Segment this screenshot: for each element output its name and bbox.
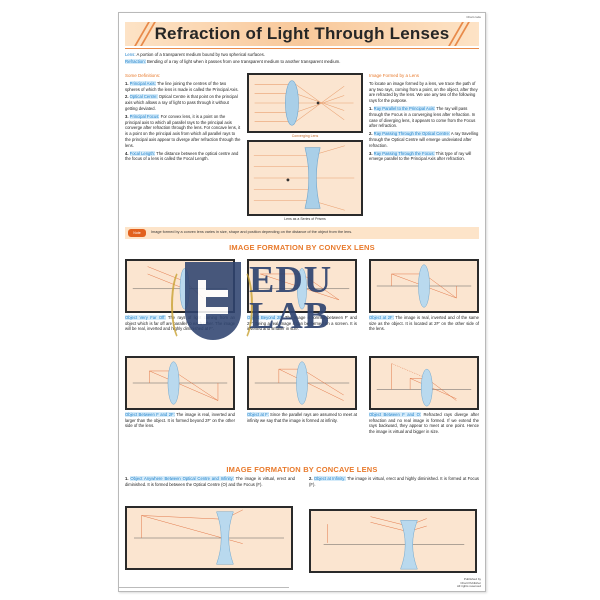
convex-lens-icon <box>132 266 228 310</box>
divider <box>125 48 479 49</box>
image-formation-heading: Image Formed by a Lens <box>369 73 420 78</box>
convex-case-text: Object at 2F: The image is real, inverte… <box>369 315 479 332</box>
convex-diagram-very-far <box>125 259 235 313</box>
convex-case-text: Object Beyond 2F: The image is formed be… <box>247 315 357 332</box>
convex-case-text: Object Very Far Off: The rays of light c… <box>125 315 235 332</box>
definition-item: 3. Principal Focus: For convex lens, it … <box>125 113 241 148</box>
definitions-heading: Some Definitions: <box>125 73 161 78</box>
convex-lens-icon <box>254 268 350 310</box>
convex-lens-icon <box>132 361 228 405</box>
image-formation-intro: To locate an image formed by a lens, we … <box>369 80 478 104</box>
converging-lens-caption: Converging Lens <box>291 134 319 138</box>
concave-case-text: 1. Object Anywhere Between Optical Centr… <box>125 476 296 487</box>
concave-lens-icon <box>134 509 284 565</box>
note-badge: Note <box>128 229 146 237</box>
definition-item: 1. Principal Axis: The line joining the … <box>125 80 239 92</box>
poster-title: Refraction of Light Through Lenses <box>154 24 450 43</box>
definition-refraction: Refraction: Bending of a ray of light wh… <box>125 59 341 64</box>
concave-lens-rays-icon <box>253 145 355 211</box>
convex-diagram-at-f <box>247 356 357 410</box>
convex-diagram-between-f-2f <box>125 356 235 410</box>
converging-lens-diagram <box>247 73 363 133</box>
poster: Chart code Refraction of Light Through L… <box>118 12 486 592</box>
concave-diagram-infinity <box>309 509 477 573</box>
publisher-info: Published by Chart Publisher All rights … <box>456 577 481 589</box>
convex-section-heading: IMAGE FORMATION BY CONVEX LENS <box>229 243 375 252</box>
image-formation-column: Image Formed by a Lens To locate an imag… <box>369 73 479 164</box>
diverging-lens-diagram <box>247 140 363 216</box>
publisher-code: Chart code <box>466 15 481 19</box>
concave-lens-icon <box>323 516 465 570</box>
title-banner: Refraction of Light Through Lenses <box>125 22 479 46</box>
convex-lens-rays-icon <box>254 80 354 126</box>
note-bar: Note Image formed by a convex lens varie… <box>125 227 479 239</box>
convex-diagram-beyond-2f <box>247 259 357 313</box>
ray-item: 1. Ray Parallel to the Principal Axis: T… <box>369 105 476 129</box>
convex-diagram-between-f-o <box>369 356 479 410</box>
definition-item: 4. Focal Length: The distance between th… <box>125 150 239 162</box>
ray-item: 3. Ray Passing Through the Focus: This t… <box>369 150 472 162</box>
concave-diagram-between <box>125 506 293 570</box>
definitions-column: Some Definitions: 1. Principal Axis: The… <box>125 73 241 164</box>
note-text: Image formed by a convex lens varies in … <box>151 230 353 234</box>
convex-case-text: Object Between F and 2F: The image is re… <box>125 412 235 429</box>
definition-lens: Lens: A portion of a transparent medium … <box>125 52 265 57</box>
convex-lens-icon <box>376 264 472 308</box>
concave-section-heading: IMAGE FORMATION BY CONCAVE LENS <box>226 465 378 474</box>
concave-case-text: 2. Object at Infinity: The image is virt… <box>309 476 480 487</box>
convex-diagram-at-2f <box>369 259 479 313</box>
convex-case-text: Object at F: Since the parallel rays are… <box>247 412 357 423</box>
definitions: Lens: A portion of a transparent medium … <box>125 51 479 65</box>
lens-prisms-caption: Lens as a Series of Prisms <box>284 217 326 221</box>
definition-item: 2. Optical Centre: Optical Centre is tha… <box>125 94 238 111</box>
ray-item: 2. Ray Passing Through the Optical Centr… <box>369 131 479 148</box>
convex-lens-icon <box>376 363 472 407</box>
footer-divider <box>119 587 289 588</box>
convex-lens-icon <box>254 361 350 405</box>
convex-case-text: Object Between F and O: Refracted rays d… <box>369 412 479 434</box>
